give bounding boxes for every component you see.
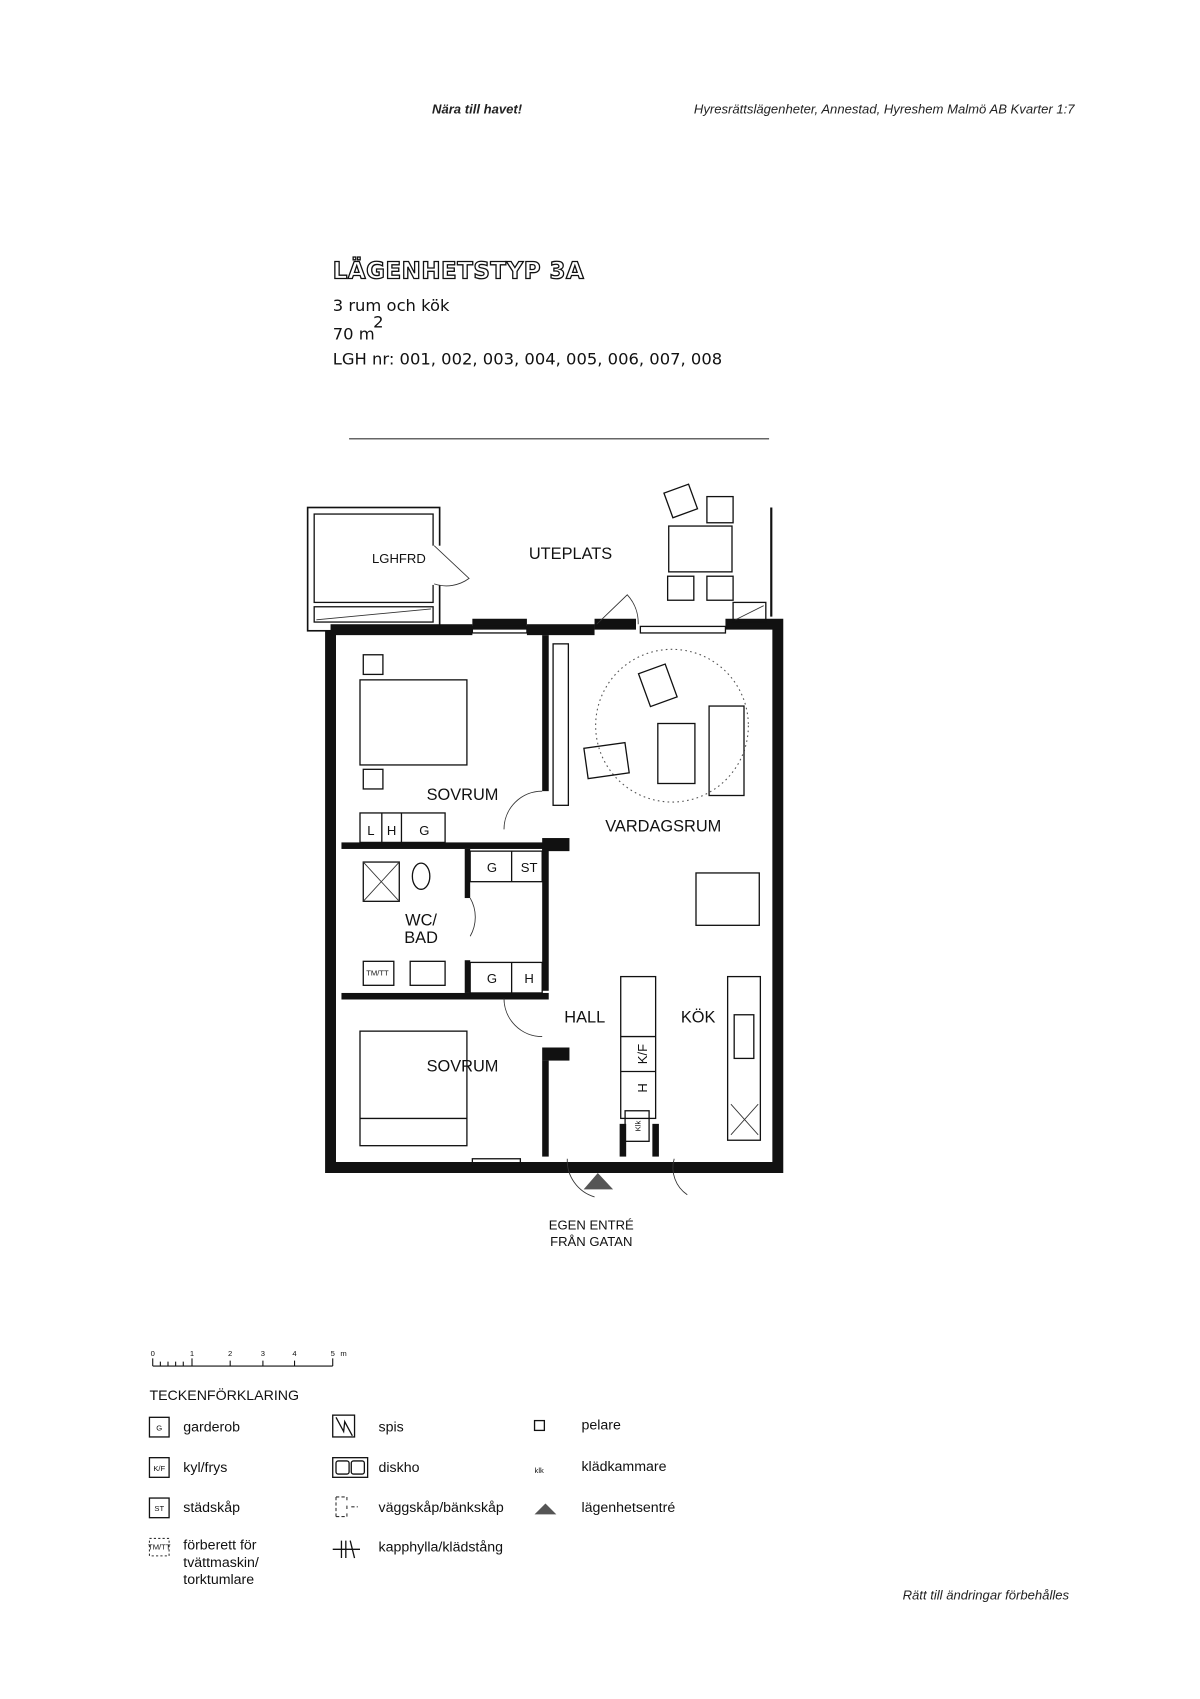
fridge-freezer: K/F — [635, 1044, 650, 1064]
label-bathroom-2: BAD — [404, 929, 438, 947]
window — [471, 1158, 522, 1166]
dining-table — [695, 872, 760, 926]
kitchen-counter — [726, 975, 762, 1141]
legend-title: TECKENFÖRKLARING — [149, 1386, 299, 1404]
wardrobe-g: G — [419, 823, 429, 838]
washer-symbol: TM/TT — [148, 1542, 171, 1551]
armchair — [583, 741, 630, 780]
sink — [733, 1014, 755, 1060]
fridge-symbol: K/F — [153, 1464, 165, 1473]
apartment-numbers: LGH nr: 001, 002, 003, 004, 005, 006, 00… — [333, 350, 722, 369]
legend-label: klädkammare — [581, 1459, 666, 1475]
legend-label: diskho — [379, 1460, 420, 1476]
storage-door[interactable] — [433, 545, 470, 587]
wardrobe — [552, 643, 570, 806]
legend-label: pelare — [581, 1417, 621, 1433]
entrance-label-1: EGEN ENTRÉ — [549, 1218, 634, 1233]
patio-door[interactable] — [596, 594, 639, 625]
label-patio: UTEPLATS — [529, 545, 612, 563]
sofa — [708, 705, 745, 797]
entrance-icon — [583, 1172, 614, 1190]
coffee-table — [657, 722, 696, 785]
scale-tick: 3 — [261, 1349, 265, 1358]
interior-walls — [341, 635, 659, 1157]
header-slogan: Nära till havet! — [432, 102, 523, 117]
label-bathroom: WC/ — [405, 911, 437, 929]
wardrobe-h: H — [387, 823, 396, 838]
legend-label: torktumlare — [183, 1572, 254, 1588]
patio-furniture — [663, 483, 734, 601]
cabinet-icon — [335, 1496, 358, 1518]
window — [471, 625, 528, 634]
bedroom1-door[interactable] — [503, 790, 543, 830]
kitchen-island — [620, 975, 657, 1120]
scale-tick: 0 — [151, 1349, 155, 1358]
spis-icon — [332, 1414, 356, 1438]
label-storage: LGHFRD — [372, 551, 426, 566]
legend-label: garderob — [183, 1420, 240, 1436]
scale-tick: 2 — [228, 1349, 232, 1358]
header-project: Hyresrättslägenheter, Annestad, Hyreshem… — [694, 102, 1075, 117]
washer-dryer: TM/TT — [366, 969, 389, 978]
kitchen-h: H — [635, 1083, 650, 1092]
legend-label: tvättmaskin/ — [183, 1555, 259, 1571]
diskho-icon — [332, 1457, 369, 1478]
window — [639, 625, 727, 634]
double-bed — [359, 679, 468, 766]
label-living-room: VARDAGSRUM — [605, 818, 721, 836]
apartment-type-title: LÄGENHETSTYP 3A — [333, 256, 585, 284]
legend-label: väggskåp/bänkskåp — [379, 1500, 504, 1516]
wardrobe-l: L — [367, 823, 374, 838]
scale-tick: 1 — [190, 1349, 194, 1358]
bathroom-door[interactable] — [469, 897, 476, 937]
armchair — [637, 663, 678, 708]
shelf-icon — [332, 1540, 360, 1559]
bedroom2-door[interactable] — [503, 998, 543, 1038]
label-kitchen: KÖK — [681, 1008, 716, 1026]
storage-outer-wall — [306, 506, 441, 632]
hall-shelf-h: H — [524, 971, 533, 986]
area-superscript: 2 — [373, 313, 383, 332]
hall-wardrobe-g2: G — [487, 971, 497, 986]
legend-label: lägenhetsentré — [581, 1500, 675, 1516]
legend-label: kyl/frys — [183, 1460, 227, 1476]
pillar-icon — [533, 1419, 546, 1432]
legend-label: förberett för — [183, 1537, 257, 1553]
legend: TECKENFÖRKLARING G garderob K/F kyl/frys… — [148, 1386, 675, 1588]
single-bed — [359, 1030, 468, 1147]
floor-plan: LGHFRD UTEPLATS SOVRUM VARDAGSRUM WC/ BA… — [306, 483, 784, 1249]
entrance-label-2: FRÅN GATAN — [550, 1234, 632, 1249]
exterior-wall — [325, 618, 784, 1173]
stove — [730, 1103, 759, 1136]
hall-wardrobe-g: G — [487, 860, 497, 875]
footer-note: Rätt till ändringar förbehålles — [903, 1588, 1070, 1603]
room-count: 3 rum och kök — [333, 296, 450, 315]
cleaning-symbol: ST — [154, 1504, 164, 1513]
walk-in-closet: Klk — [633, 1121, 642, 1132]
legend-label: spis — [379, 1420, 404, 1436]
cleaning-closet: ST — [521, 860, 538, 875]
scale-tick: 4 — [292, 1349, 297, 1358]
wardrobe-symbol: G — [156, 1423, 162, 1432]
scale-bar: 0 1 2 3 4 5 m — [151, 1349, 347, 1367]
scale-tick: 5 — [331, 1349, 335, 1358]
legend-label: städskåp — [183, 1500, 240, 1516]
label-hall: HALL — [564, 1008, 605, 1026]
klk-symbol: klk — [535, 1466, 545, 1475]
entrance-icon — [534, 1503, 557, 1515]
label-bedroom-2: SOVRUM — [427, 1058, 499, 1076]
area: 70 m — [333, 325, 375, 344]
label-bedroom-1: SOVRUM — [427, 786, 499, 804]
scale-unit: m — [340, 1349, 346, 1358]
entrance-door[interactable] — [566, 1158, 598, 1198]
kitchen-door[interactable] — [672, 1158, 688, 1196]
legend-label: kapphylla/klädstång — [379, 1540, 503, 1556]
